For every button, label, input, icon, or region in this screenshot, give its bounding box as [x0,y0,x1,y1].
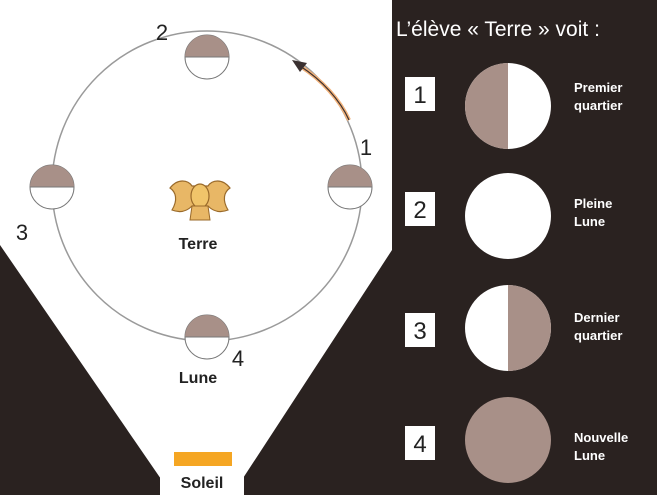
phase-name-line2: quartier [574,328,622,343]
phase-moon-2 [465,173,551,259]
phase-name-line1: Pleine [574,196,612,211]
position-number-3: 3 [16,220,28,245]
phase-number: 1 [413,82,426,109]
phase-name-line1: Premier [574,80,622,95]
orbit-moon-1 [328,165,372,209]
moon-label: Lune [179,370,217,387]
position-number-4: 4 [232,346,244,371]
phase-number: 2 [413,197,426,224]
phase-number: 3 [413,318,426,345]
orbit-moon-2 [185,35,229,79]
phase-name-line2: Lune [574,448,605,463]
orbit-moon-3 [30,165,74,209]
phase-name-line1: Dernier [574,310,620,325]
panel-title: L’élève « Terre » voit : [396,18,600,41]
sun-label: Soleil [181,475,224,492]
curved-arrow-icon [292,60,349,120]
orbit-moon-4 [185,315,229,359]
sun-marker [174,452,232,466]
phase-name-line1: Nouvelle [574,430,628,445]
earth-figure-icon [170,181,230,220]
earth-label: Terre [179,236,218,253]
dark-right-panel [232,0,657,495]
phase-name-line2: quartier [574,98,622,113]
position-number-2: 2 [156,20,168,45]
phase-number: 4 [413,431,426,458]
phase-moon-3 [465,285,551,371]
phase-moon-4 [465,397,551,483]
phase-name-line2: Lune [574,214,605,229]
phase-moon-1 [465,63,551,149]
position-number-1: 1 [360,135,372,160]
